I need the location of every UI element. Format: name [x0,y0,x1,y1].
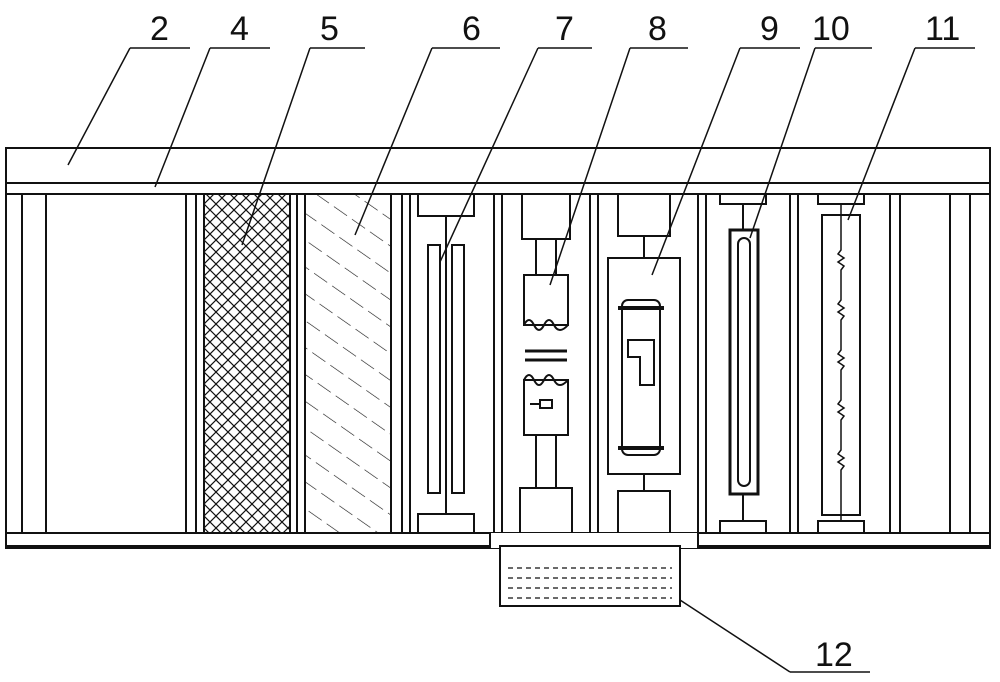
callout-5: 5 [320,10,339,48]
callout-4: 4 [230,10,249,48]
callout-11: 11 [925,10,960,48]
outer-housing [6,148,990,548]
end-panels [22,194,970,533]
filter-dashed [305,194,402,533]
filter-crosshatch [204,194,297,533]
callout-9: 9 [760,10,779,48]
tube-section [410,194,502,533]
callout-8: 8 [648,10,667,48]
lamp-module [608,194,706,533]
callout-2: 2 [150,10,169,48]
callout-10: 10 [812,10,850,48]
heater-module [818,194,900,533]
electrode-module [520,194,598,533]
callout-12: 12 [815,636,853,674]
callout-7: 7 [555,10,574,48]
uv-tube-module [720,194,798,533]
collection-tray [490,533,698,606]
callout-6: 6 [462,10,481,48]
